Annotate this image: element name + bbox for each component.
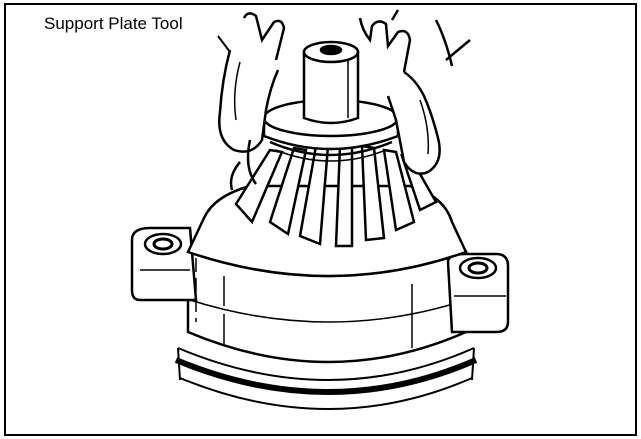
left-mounting-ear — [130, 226, 198, 302]
left-hand — [218, 12, 286, 191]
pump-housing — [186, 250, 468, 364]
pump-base-ring — [174, 347, 478, 410]
pump-shaft — [302, 40, 360, 125]
pump-fins — [234, 144, 438, 248]
callout-label: Support Plate Tool — [44, 14, 183, 33]
right-mounting-ear — [446, 252, 510, 334]
right-hand — [358, 9, 471, 175]
figure-frame — [4, 3, 637, 436]
